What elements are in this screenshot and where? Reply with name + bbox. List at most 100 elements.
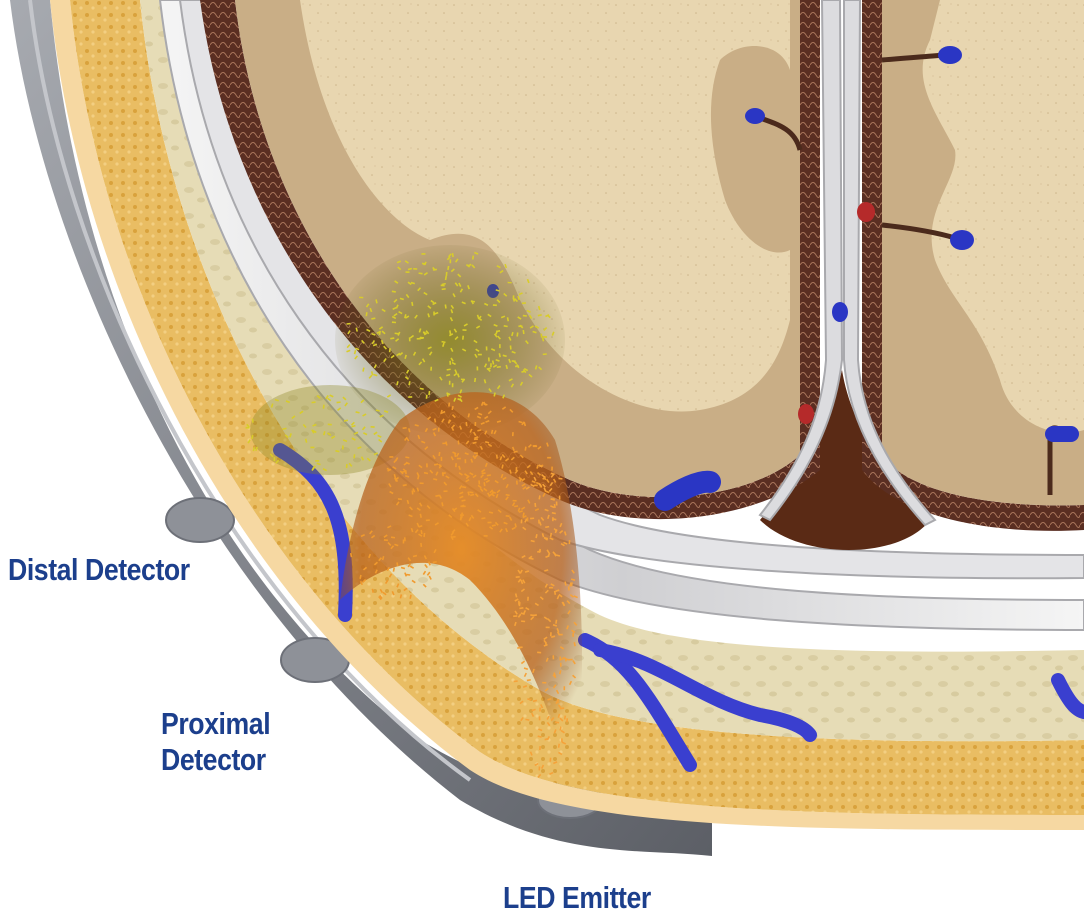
photon-speckle [351,553,352,557]
photon-speckle [552,513,556,514]
photon-speckle [547,699,551,700]
photon-speckle [452,406,453,410]
photon-speckle [424,533,425,537]
photon-speckle [455,453,456,457]
photon-speckle [373,374,377,375]
photon-speckle [411,282,415,283]
photon-speckle [493,360,494,364]
photon-speckle [383,556,384,560]
photon-speckle [252,435,253,439]
photon-speckle [397,562,398,566]
photon-speckle [413,556,417,557]
photon-speckle [571,582,572,586]
photon-speckle [565,582,566,586]
photon-speckle [420,388,424,389]
photon-speckle [475,378,476,382]
photon-speckle [376,299,377,303]
photon-speckle [448,266,449,270]
photon-speckle [497,455,498,459]
photon-speckle [538,315,542,316]
photon-speckle [435,495,439,496]
photon-speckle [538,736,542,737]
photon-speckle [556,555,560,556]
photon-speckle [519,421,523,422]
photon-speckle [394,474,395,478]
photon-speckle [519,511,523,512]
photon-speckle [499,353,500,357]
photon-speckle [531,541,535,542]
photon-speckle [411,528,412,532]
photon-speckle [306,439,307,443]
proximal-detector-label-line2: Detector [161,742,270,778]
photon-speckle [363,368,364,372]
photon-speckle [574,642,575,646]
photon-speckle [428,313,429,317]
photon-speckle [565,716,566,720]
photon-speckle [442,473,446,474]
photon-speckle [405,476,409,477]
photon-speckle [556,620,557,624]
photon-speckle [492,430,493,434]
photon-speckle [517,647,521,648]
photon-speckle [442,502,443,506]
photon-speckle [395,333,399,334]
photon-speckle [424,473,428,474]
photon-speckle [468,492,469,496]
photon-speckle [371,318,375,319]
photon-speckle [275,400,279,401]
photon-speckle [504,326,508,327]
photon-speckle [356,328,357,332]
photon-speckle [521,371,525,372]
photon-speckle [445,305,446,309]
photon-speckle [554,504,555,508]
photon-speckle [390,348,391,352]
photon-speckle [505,264,506,268]
photon-speckle [384,411,388,412]
photon-speckle [487,475,491,476]
photon-speckle [485,442,489,443]
photon-speckle [544,570,548,571]
photon-speckle [434,464,438,465]
led-emitter-label: LED Emitter [503,880,651,916]
photon-speckle [484,482,485,486]
photon-speckle [548,515,549,519]
photon-speckle [409,381,410,385]
photon-speckle [393,568,394,572]
photon-speckle [539,306,540,310]
photon-speckle [545,527,549,528]
photon-speckle [492,525,496,526]
photon-speckle [446,442,447,446]
photon-speckle [514,451,518,452]
photon-speckle [446,375,450,376]
photon-speckle [312,402,316,403]
photon-speckle [419,273,423,274]
photon-speckle [379,331,380,335]
photon-speckle [452,253,453,257]
photon-speckle [442,342,446,343]
photon-speckle [539,495,540,499]
photon-speckle [462,500,466,501]
photon-speckle [515,523,516,527]
photon-speckle [401,567,405,568]
photon-speckle [324,431,325,435]
photon-speckle [494,393,495,397]
photon-speckle [412,302,413,306]
photon-speckle [496,331,500,332]
photon-speckle [481,518,485,519]
photon-speckle [496,290,500,291]
photon-speckle [400,298,404,299]
photon-speckle [519,608,523,609]
photon-speckle [536,366,537,370]
photon-speckle [533,615,537,616]
photon-speckle [497,367,501,368]
photon-speckle [516,593,517,597]
photon-speckle [429,391,430,395]
proximal-detector-label-line1: Proximal [161,706,270,742]
photon-speckle [470,494,474,495]
photon-speckle [536,534,537,538]
photon-speckle [525,571,529,572]
photon-speckle [544,538,548,539]
photon-speckle [391,537,395,538]
photon-speckle [360,575,361,579]
photon-speckle [433,562,437,563]
